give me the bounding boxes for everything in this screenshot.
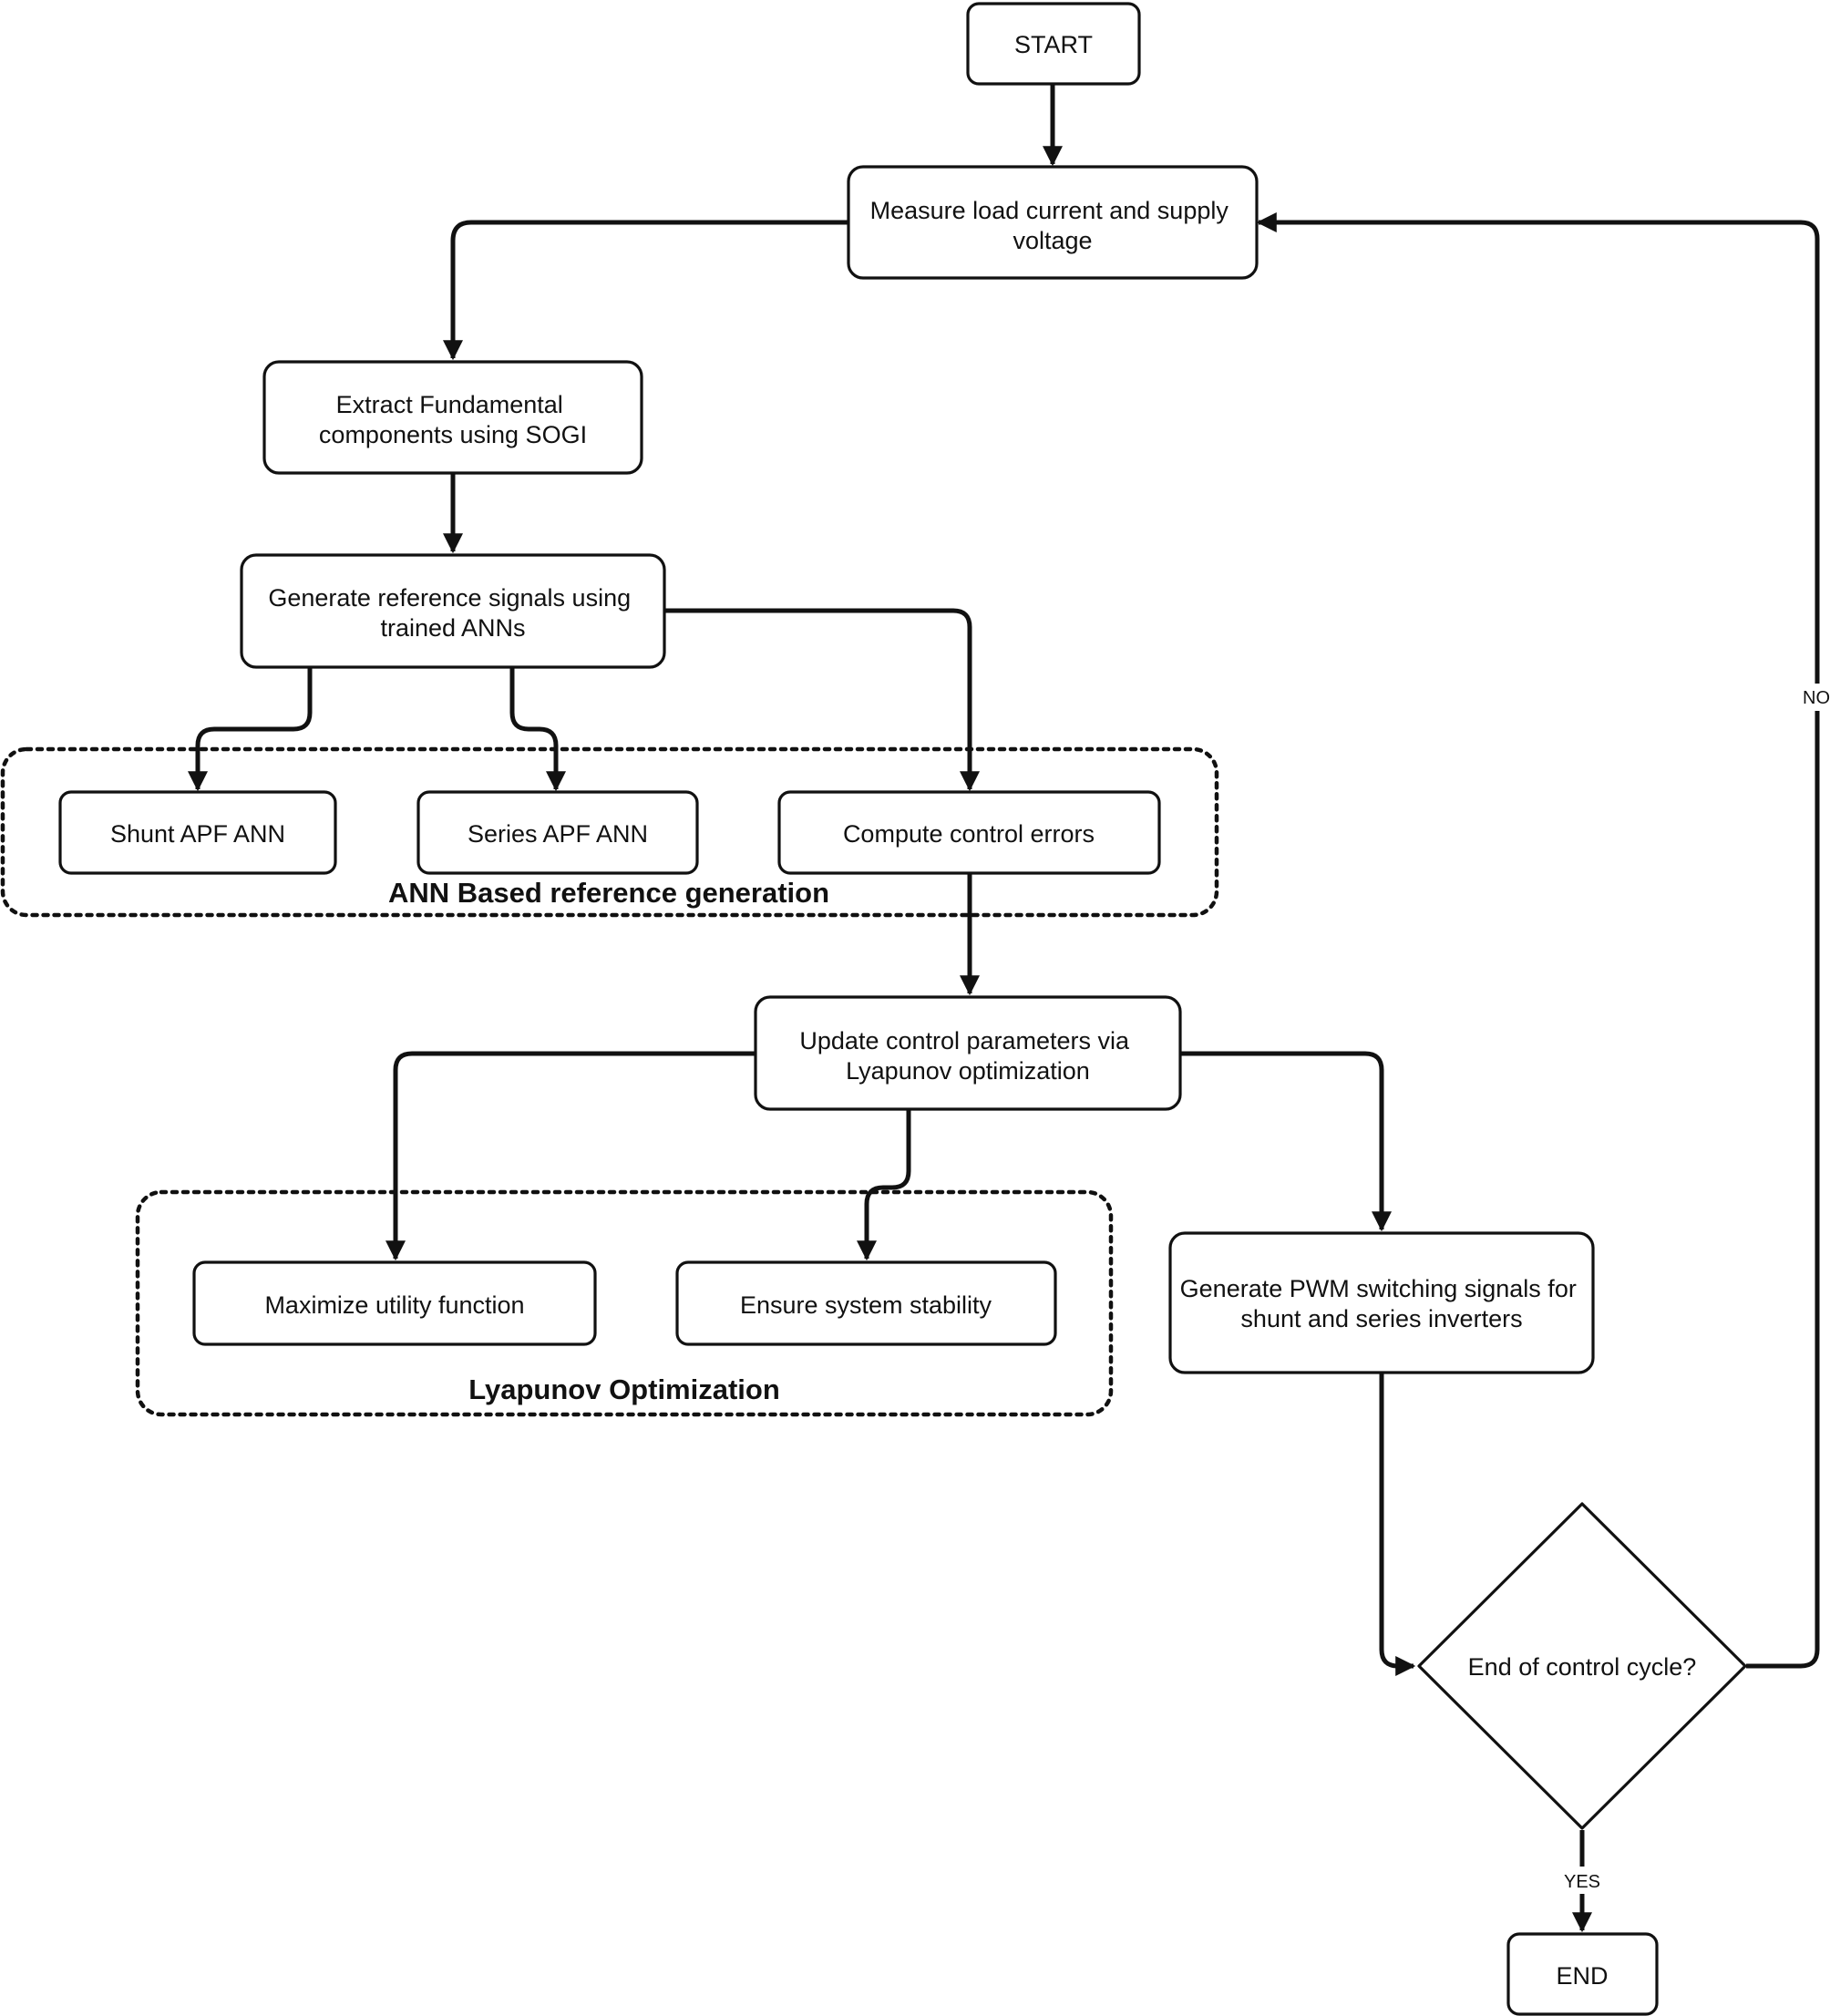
edge-label-no-bg bbox=[1799, 684, 1830, 711]
node-update-parameters-line2: Lyapunov optimization bbox=[846, 1057, 1090, 1085]
node-extract: Extract Fundamental components using SOG… bbox=[262, 360, 643, 475]
node-generate-pwm-line2: shunt and series inverters bbox=[1240, 1305, 1522, 1332]
node-generate-pwm-line1: Generate PWM switching signals for bbox=[1180, 1275, 1577, 1302]
node-decision-end-of-cycle: End of control cycle? bbox=[1417, 1502, 1747, 1830]
edge-label-yes-bg bbox=[1560, 1867, 1604, 1894]
node-update-parameters-line1: Update control parameters via bbox=[799, 1027, 1130, 1054]
edge-generate-to-series bbox=[509, 667, 567, 792]
edge-label-no: NO bbox=[1799, 684, 1830, 711]
node-extract-label: Extract Fundamental components using SOG… bbox=[319, 391, 587, 448]
node-start-label: START bbox=[1014, 31, 1093, 58]
node-measure-line1: Measure load current and supply bbox=[870, 197, 1229, 224]
node-generate-reference: Generate reference signals using trained… bbox=[240, 553, 666, 669]
node-update-parameters: Update control parameters via Lyapunov o… bbox=[754, 995, 1182, 1111]
node-compute-control-errors: Compute control errors bbox=[777, 790, 1161, 875]
group-lyapunov-title: Lyapunov Optimization bbox=[468, 1373, 780, 1405]
group-lyapunov-optimization: Lyapunov Optimization bbox=[135, 1189, 1114, 1417]
node-end: END bbox=[1506, 1932, 1659, 2016]
edge-generate-to-shunt bbox=[187, 667, 313, 792]
node-start: START bbox=[966, 2, 1141, 86]
node-generate-reference-line1: Generate reference signals using bbox=[268, 584, 631, 612]
node-compute-control-errors-label: Compute control errors bbox=[843, 820, 1095, 848]
node-measure: Measure load current and supply voltage bbox=[847, 165, 1259, 280]
node-generate-reference-line2: trained ANNs bbox=[380, 614, 525, 642]
node-update-parameters-label: Update control parameters via Lyapunov o… bbox=[799, 1027, 1136, 1085]
node-generate-pwm-label: Generate PWM switching signals for shunt… bbox=[1180, 1275, 1584, 1332]
edge-pwm-to-decision bbox=[1379, 1373, 1416, 1677]
edge-update-to-maximize bbox=[385, 1051, 756, 1261]
edges bbox=[187, 84, 1820, 1933]
group-lyapunov-frame bbox=[135, 1189, 1114, 1417]
node-ensure-stability: Ensure system stability bbox=[675, 1260, 1057, 1346]
node-extract-line1: Extract Fundamental bbox=[336, 391, 563, 418]
edge-label-yes-text: YES bbox=[1564, 1872, 1600, 1892]
group-ann-title: ANN Based reference generation bbox=[388, 877, 829, 909]
node-shunt-apf-ann: Shunt APF ANN bbox=[58, 790, 337, 875]
edge-label-no-text: NO bbox=[1803, 688, 1830, 708]
node-maximize-utility: Maximize utility function bbox=[192, 1260, 597, 1346]
node-decision-end-of-cycle-label: End of control cycle? bbox=[1468, 1653, 1697, 1681]
node-measure-label: Measure load current and supply voltage bbox=[870, 197, 1236, 254]
node-measure-line2: voltage bbox=[1013, 227, 1092, 254]
node-generate-pwm: Generate PWM switching signals for shunt… bbox=[1168, 1231, 1595, 1374]
group-ann-reference-generation: ANN Based reference generation bbox=[0, 746, 1219, 918]
edge-decision-no-to-measure bbox=[1256, 211, 1820, 1669]
node-series-apf-ann: Series APF ANN bbox=[416, 790, 699, 875]
node-extract-line2: components using SOGI bbox=[319, 421, 587, 448]
edge-measure-to-extract bbox=[442, 220, 848, 361]
group-ann-frame bbox=[0, 746, 1219, 918]
node-generate-reference-label: Generate reference signals using trained… bbox=[268, 584, 637, 642]
edge-generate-to-compute bbox=[664, 608, 981, 792]
edge-label-yes: YES bbox=[1560, 1867, 1604, 1894]
edge-update-to-stability bbox=[856, 1109, 911, 1261]
node-maximize-utility-label: Maximize utility function bbox=[264, 1291, 524, 1319]
node-shunt-apf-ann-label: Shunt APF ANN bbox=[110, 820, 285, 848]
node-series-apf-ann-label: Series APF ANN bbox=[468, 820, 648, 848]
node-ensure-stability-label: Ensure system stability bbox=[740, 1291, 992, 1319]
edge-update-to-pwm bbox=[1179, 1051, 1393, 1232]
node-end-label: END bbox=[1556, 1962, 1608, 1990]
